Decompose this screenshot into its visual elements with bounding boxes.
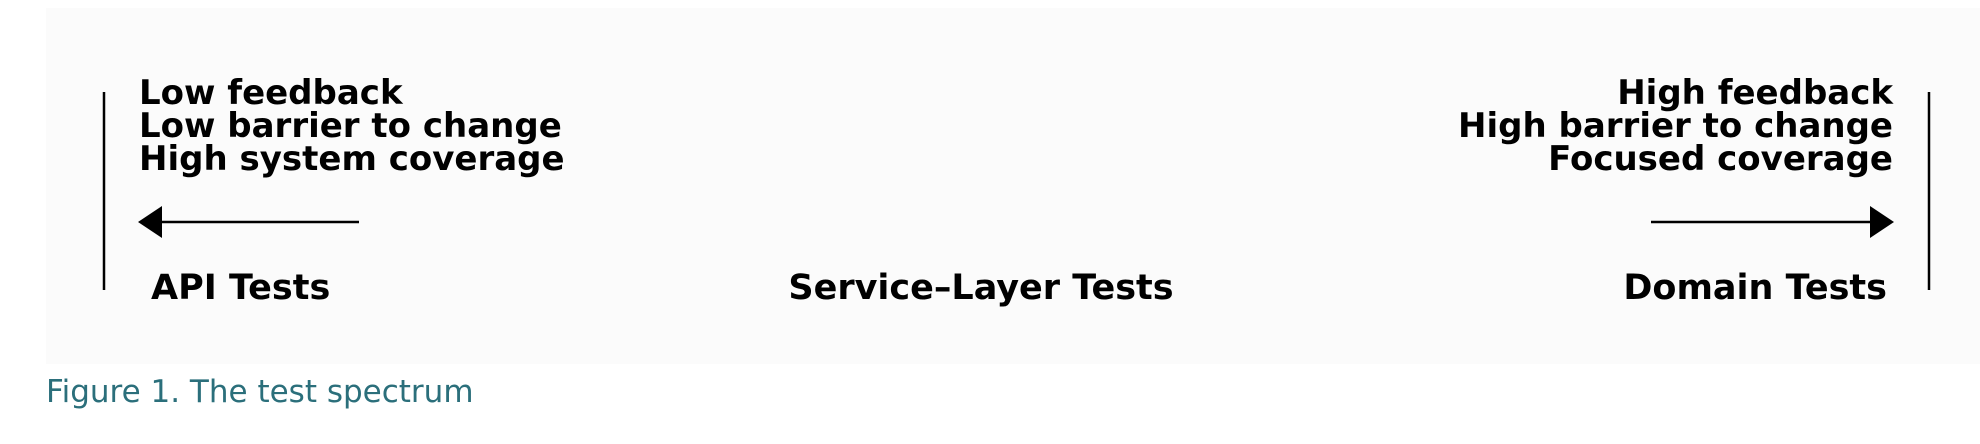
- right-arrow: [1651, 206, 1894, 238]
- left-line-2: Low barrier to change: [139, 106, 562, 146]
- left-arrow: [138, 206, 359, 238]
- right-line-1: High feedback: [1617, 73, 1894, 113]
- service-layer-tests-label: Service–Layer Tests: [788, 268, 1173, 308]
- left-line-1: Low feedback: [139, 73, 404, 113]
- left-line-3: High system coverage: [139, 139, 565, 179]
- figure-panel: [46, 8, 1980, 364]
- right-line-3: Focused coverage: [1548, 139, 1893, 179]
- right-line-2: High barrier to change: [1458, 106, 1893, 146]
- api-tests-label: API Tests: [151, 268, 330, 308]
- domain-tests-label: Domain Tests: [1623, 268, 1887, 308]
- figure-caption: Figure 1. The test spectrum: [46, 374, 474, 410]
